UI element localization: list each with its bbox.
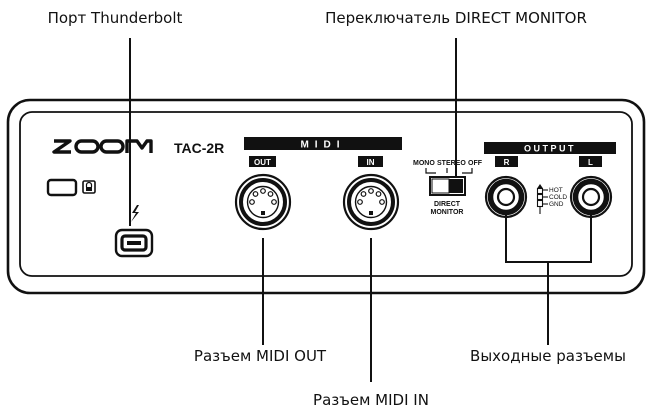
switch-pos-stereo: STEREO [437, 160, 466, 167]
direct-monitor-label-2: MONITOR [431, 209, 464, 216]
output-l-jack[interactable] [569, 175, 613, 219]
switch-position-markers [425, 168, 473, 174]
direct-monitor-switch[interactable] [429, 176, 466, 196]
callout-output-jacks: Выходные разъемы [470, 347, 626, 365]
trs-cold-label: COLD [549, 194, 567, 201]
direct-monitor-label-1: DIRECT [434, 201, 461, 208]
switch-pos-mono: MONO [413, 160, 435, 167]
output-l-label: L [588, 158, 593, 167]
callout-midi-out-jack: Разъем MIDI OUT [194, 347, 327, 365]
trs-plug-icon [536, 184, 548, 214]
output-r-tag [495, 156, 518, 167]
chassis-outline [6, 98, 646, 295]
midi-in-tag [358, 156, 383, 167]
output-r-label: R [504, 158, 510, 167]
trs-gnd-label: GND [549, 201, 564, 208]
lock-icon [82, 180, 96, 194]
switch-pos-off: OFF [468, 160, 483, 167]
chassis-inner-panel [19, 111, 633, 277]
midi-out-label: OUT [254, 158, 271, 167]
zoom-logo [52, 139, 153, 154]
thunderbolt-port[interactable] [114, 228, 154, 258]
midi-out-jack[interactable] [234, 173, 292, 231]
midi-header-bar [244, 137, 402, 150]
callout-direct-monitor-switch: Переключатель DIRECT MONITOR [325, 9, 587, 27]
trs-hot-label: HOT [549, 187, 563, 194]
output-r-jack[interactable] [484, 175, 528, 219]
midi-out-tag [249, 156, 276, 167]
output-header: OUTPUT [524, 144, 576, 154]
model-name: TAC-2R [174, 140, 224, 156]
leader-output-bracket [505, 215, 592, 263]
output-l-tag [579, 156, 602, 167]
midi-in-label: IN [367, 158, 375, 167]
midi-header: MIDI [300, 140, 345, 151]
midi-in-jack[interactable] [342, 173, 400, 231]
callout-midi-in-jack: Разъем MIDI IN [313, 391, 429, 409]
lightning-icon [131, 205, 139, 222]
security-slot [46, 178, 78, 197]
output-header-bar [484, 142, 616, 154]
callout-thunderbolt-port: Порт Thunderbolt [48, 9, 183, 27]
